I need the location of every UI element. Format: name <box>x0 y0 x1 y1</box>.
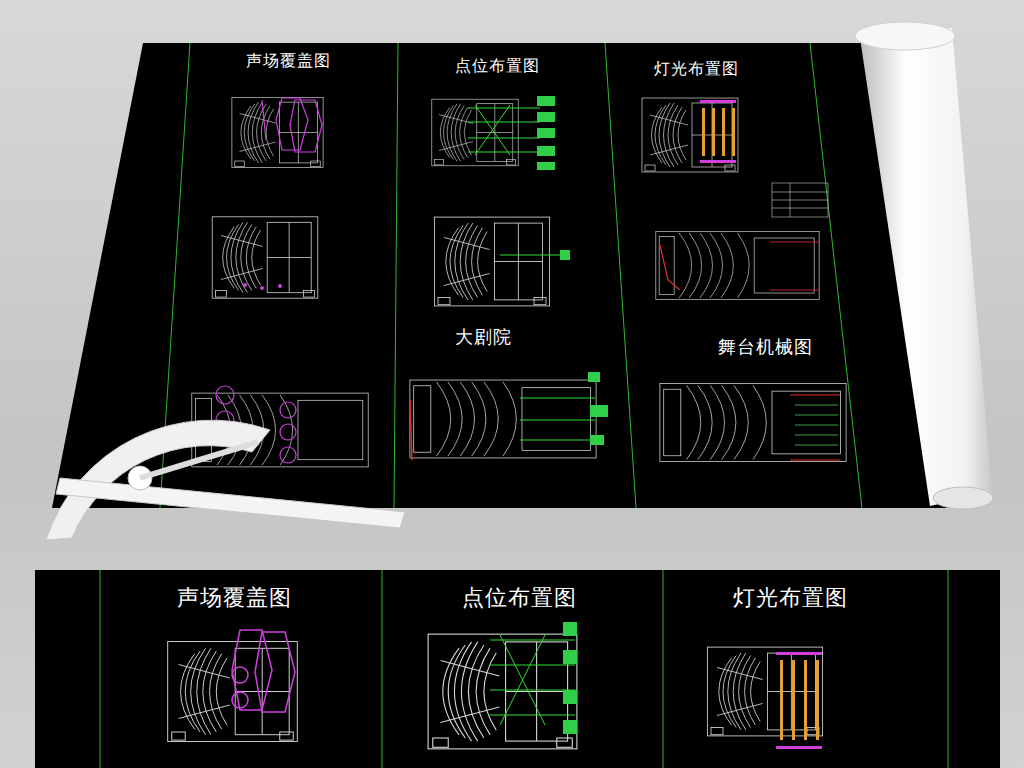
sheet-title: 声场覆盖图 <box>246 52 331 70</box>
sheet-title: 大剧院 <box>455 327 512 347</box>
sheet-title: 点位布置图 <box>462 586 577 610</box>
sheet-title: 点位布置图 <box>455 57 540 75</box>
sheet-title: 声场覆盖图 <box>177 586 292 610</box>
sheet-title: 灯光布置图 <box>733 586 848 610</box>
sheet-title: 灯光布置图 <box>654 60 739 78</box>
sheet-title: 舞台机械图 <box>718 337 813 357</box>
